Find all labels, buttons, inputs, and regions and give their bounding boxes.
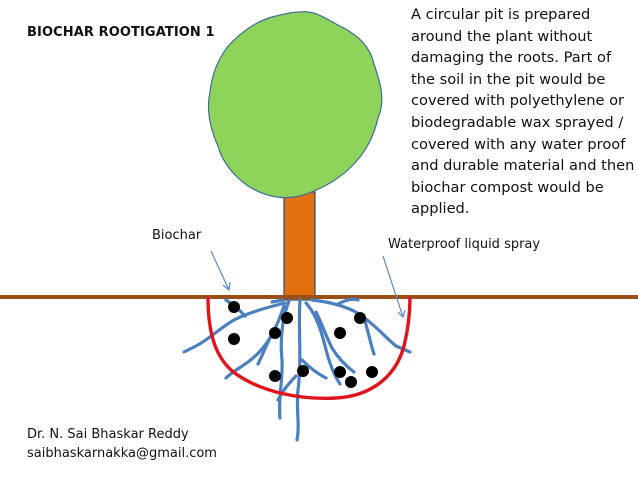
biochar-dot [354, 312, 366, 324]
root [270, 298, 285, 304]
description-line: around the plant without [411, 27, 593, 45]
description-line: covered with polyethylene or [411, 92, 625, 110]
root [295, 298, 302, 442]
tree-trunk [283, 191, 316, 301]
biochar-dot [281, 312, 293, 324]
root [224, 304, 286, 380]
description-line: covered with any water proof [411, 135, 626, 153]
waterproof-pointer-arrowhead [397, 309, 406, 319]
description-line: applied. [411, 200, 470, 218]
description-line: the soil in the pit would be [411, 70, 606, 88]
biochar-dot [297, 365, 309, 377]
root [304, 301, 342, 386]
biochar-dot [269, 370, 281, 382]
ground-line [0, 295, 638, 299]
biochar-dot [228, 333, 240, 345]
description-line: A circular pit is prepared [411, 6, 591, 23]
root [314, 310, 356, 374]
biochar-dot [269, 327, 281, 339]
biochar-particles [228, 301, 378, 388]
author-name: Dr. N. Sai Bhaskar Reddy [27, 427, 189, 442]
root [300, 358, 328, 380]
diagram-title: BIOCHAR ROOTIGATION 1 [27, 25, 215, 40]
description-line: and durable material and then [411, 157, 635, 175]
biochar-pointer-arrowhead [222, 281, 231, 292]
root [310, 298, 412, 354]
biochar-dot [345, 376, 357, 388]
tree-canopy [207, 11, 383, 199]
root [336, 297, 360, 306]
root [182, 301, 287, 354]
root [276, 374, 298, 402]
biochar-dot [334, 327, 346, 339]
description-line: damaging the roots. Part of [411, 49, 612, 67]
label-pointers [210, 250, 406, 319]
waterproof-pointer [382, 255, 404, 318]
description-line: biodegradable wax sprayed / [411, 113, 624, 131]
biochar-dot [366, 366, 378, 378]
biochar-dot [334, 366, 346, 378]
biochar-pointer [210, 250, 230, 291]
pit-lining [206, 296, 412, 400]
root [256, 336, 272, 366]
waterproof-spray-label: Waterproof liquid spray [388, 237, 541, 252]
description-text: A circular pit is prepared around the pl… [411, 4, 635, 220]
biochar-dot [228, 301, 240, 313]
author-email: saibhaskarnakka@gmail.com [27, 446, 217, 461]
author-credit: Dr. N. Sai Bhaskar Reddy saibhaskarnakka… [27, 425, 217, 463]
biochar-label: Biochar [152, 228, 202, 243]
description-line: biochar compost would be [411, 178, 604, 196]
